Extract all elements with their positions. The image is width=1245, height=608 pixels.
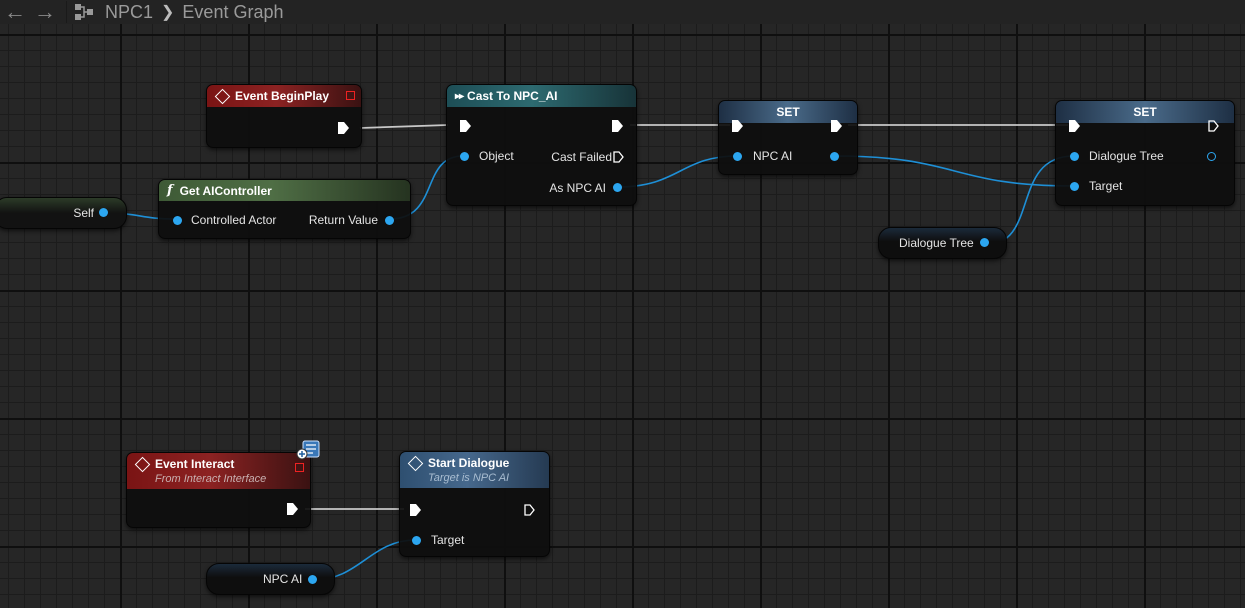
- dialogue-tree-pin-label: Dialogue Tree: [1089, 149, 1164, 163]
- as-npc-ai-pin[interactable]: [613, 183, 622, 192]
- breadcrumb-chevron-icon: ❯: [161, 4, 175, 21]
- self-out-pin[interactable]: [99, 208, 108, 217]
- forward-button[interactable]: →: [30, 0, 60, 24]
- node-header: ▸▸ Cast To NPC_AI: [447, 85, 636, 107]
- back-button[interactable]: ←: [0, 0, 30, 24]
- breadcrumb-blueprint[interactable]: NPC1: [105, 1, 154, 22]
- dialogue-tree-in-pin[interactable]: [1070, 152, 1079, 161]
- exec-out-pin-icon[interactable]: [831, 120, 842, 132]
- breadcrumb-graph[interactable]: Event Graph: [182, 1, 284, 22]
- delegate-pin-icon[interactable]: [295, 463, 304, 472]
- exec-out-pin-icon[interactable]: [1208, 120, 1219, 132]
- node-header: Start Dialogue Target is NPC AI: [400, 452, 549, 488]
- dialogue-tree-out-pin[interactable]: [1207, 152, 1216, 161]
- cast-icon: ▸▸: [455, 90, 464, 102]
- dialogue-tree-variable-node[interactable]: Dialogue Tree: [878, 227, 1007, 259]
- node-title: Event BeginPlay: [235, 89, 330, 103]
- target-pin[interactable]: [1070, 182, 1079, 191]
- set-npc-ai-node[interactable]: SET NPC AI: [718, 100, 858, 175]
- npc-ai-pin-label: NPC AI: [753, 149, 793, 163]
- exec-out-pin-icon[interactable]: [287, 503, 298, 515]
- exec-in-pin-icon[interactable]: [1069, 120, 1080, 132]
- function-call-icon: [407, 455, 424, 471]
- event-interact-node[interactable]: Event Interact From Interact Interface: [126, 452, 311, 528]
- cast-failed-pin-icon[interactable]: [613, 151, 624, 163]
- node-title: Get AIController: [179, 183, 272, 198]
- exec-in-pin-icon[interactable]: [732, 120, 743, 132]
- exec-in-pin-icon[interactable]: [410, 504, 421, 516]
- exec-in-pin-icon[interactable]: [460, 120, 471, 132]
- exec-out-pin-icon[interactable]: [524, 504, 535, 516]
- breadcrumb: NPC1 ❯ Event Graph: [105, 2, 283, 23]
- node-subtitle: Target is NPC AI: [428, 472, 510, 484]
- exec-wire: [359, 124, 449, 129]
- as-npc-ai-label: As NPC AI: [549, 181, 606, 195]
- arrow-right-icon: →: [34, 0, 56, 24]
- exec-out-pin-icon[interactable]: [338, 122, 349, 134]
- return-value-pin[interactable]: [385, 216, 394, 225]
- set-dialogue-tree-node[interactable]: SET Dialogue Tree Target: [1055, 100, 1235, 206]
- node-title: Event Interact: [155, 457, 235, 471]
- event-icon: [134, 456, 151, 472]
- dialogue-tree-variable-pin[interactable]: [980, 238, 989, 247]
- npc-ai-variable-pin[interactable]: [308, 575, 317, 584]
- start-dialogue-node[interactable]: Start Dialogue Target is NPC AI Target: [399, 451, 550, 557]
- dialogue-tree-variable-label: Dialogue Tree: [899, 236, 974, 250]
- node-title: Start Dialogue: [428, 456, 510, 470]
- controlled-actor-pin[interactable]: [173, 216, 182, 225]
- event-icon: [214, 88, 231, 104]
- object-pin[interactable]: [460, 152, 469, 161]
- interface-icon: [296, 440, 320, 460]
- npc-ai-in-pin[interactable]: [733, 152, 742, 161]
- target-pin[interactable]: [412, 536, 421, 545]
- event-beginplay-node[interactable]: Event BeginPlay: [206, 84, 362, 148]
- node-title: SET: [776, 105, 800, 119]
- self-label: Self: [73, 206, 94, 220]
- node-header: f Get AIController: [159, 180, 410, 201]
- object-pin-label: Object: [479, 149, 514, 163]
- npc-ai-variable-label: NPC AI: [263, 572, 303, 586]
- node-header: SET: [1056, 101, 1234, 123]
- npc-ai-variable-node[interactable]: NPC AI: [206, 563, 335, 595]
- npc-ai-out-pin[interactable]: [830, 152, 839, 161]
- target-pin-label: Target: [1089, 179, 1123, 193]
- blueprint-graph-icon: [75, 4, 93, 20]
- node-title: Cast To NPC_AI: [467, 89, 558, 103]
- arrow-left-icon: ←: [4, 0, 26, 24]
- graph-toolbar: ← → NPC1 ❯ Event Graph: [0, 0, 1245, 24]
- function-icon: f: [167, 183, 173, 198]
- target-pin-label: Target: [431, 533, 465, 547]
- controlled-actor-label: Controlled Actor: [191, 213, 277, 227]
- cast-to-npc-ai-node[interactable]: ▸▸ Cast To NPC_AI Object Cast Failed As …: [446, 84, 637, 206]
- exec-out-pin-icon[interactable]: [612, 120, 623, 132]
- delegate-pin-icon[interactable]: [346, 91, 355, 100]
- node-header: Event Interact From Interact Interface: [127, 453, 310, 489]
- self-node[interactable]: Self: [0, 197, 127, 229]
- node-title: SET: [1133, 105, 1157, 119]
- object-wire: [833, 155, 1075, 187]
- return-value-label: Return Value: [308, 213, 378, 227]
- node-subtitle: From Interact Interface: [155, 473, 267, 485]
- toolbar-divider: [66, 1, 67, 23]
- cast-failed-label: Cast Failed: [551, 150, 612, 164]
- node-header: SET: [719, 101, 857, 123]
- get-ai-controller-node[interactable]: f Get AIController Controlled Actor Retu…: [158, 179, 411, 239]
- node-header: Event BeginPlay: [207, 85, 361, 107]
